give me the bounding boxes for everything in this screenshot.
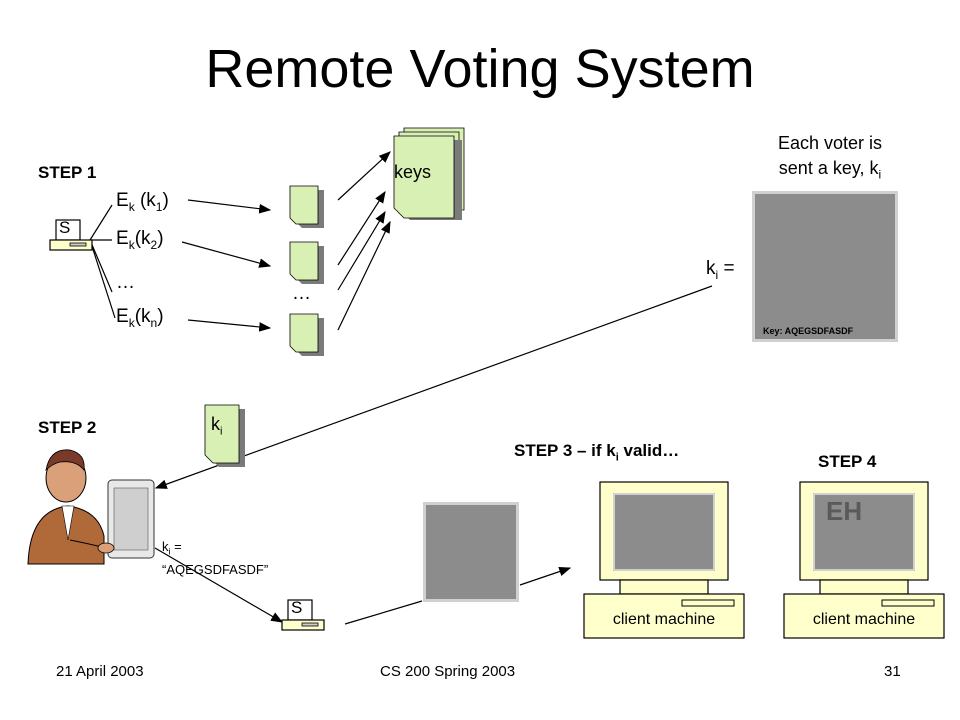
document-icon <box>288 240 328 291</box>
footer-date: 21 April 2003 <box>56 663 144 680</box>
step3-label: STEP 3 – if ki valid… <box>514 441 680 464</box>
document-icon <box>288 312 328 363</box>
key-screen-text: Key: AQEGSDFASDF <box>763 326 854 336</box>
ki-doc-label: ki <box>211 414 223 438</box>
step4-label: STEP 4 <box>818 452 877 471</box>
keys-label: keys <box>394 162 432 182</box>
screen-text: EH <box>826 496 863 526</box>
footer-course: CS 200 Spring 2003 <box>380 663 516 680</box>
voter-key-caption: Each voter is sent a key, ki <box>777 133 883 182</box>
key-document-icon: ki <box>202 402 248 475</box>
server-label: S <box>59 218 71 237</box>
step1-label: STEP 1 <box>38 163 97 182</box>
slide-title: Remote Voting System <box>205 39 755 99</box>
encrypted-key-1: Ek (k1) <box>116 190 169 214</box>
encrypted-key-2: Ek(k2) <box>116 228 164 252</box>
ki-equals-label: ki = <box>706 258 735 282</box>
footer-page-number: 31 <box>884 663 901 680</box>
key-screen-small <box>423 502 519 602</box>
client-machine-step4: EH client machine <box>782 480 946 640</box>
key-screen: Key: AQEGSDFASDF <box>752 191 898 342</box>
client-machine-step3: client machine <box>582 480 746 640</box>
server-label: S <box>291 598 303 617</box>
voter-key-value: ki = “AQEGSDFASDF” <box>162 539 269 577</box>
document-ellipsis: … <box>292 283 311 304</box>
voter-person-icon <box>10 440 160 570</box>
server-computer-icon: S <box>48 218 94 258</box>
encrypted-key-n: Ek(kn) <box>116 306 164 330</box>
step2-label: STEP 2 <box>38 418 97 437</box>
client-machine-label: client machine <box>612 611 716 628</box>
encrypted-ellipsis: … <box>116 272 135 293</box>
server-computer-icon: S <box>280 598 326 638</box>
keys-stack-icon: keys <box>390 126 470 222</box>
document-icon <box>288 184 328 235</box>
client-machine-label: client machine <box>812 611 916 628</box>
